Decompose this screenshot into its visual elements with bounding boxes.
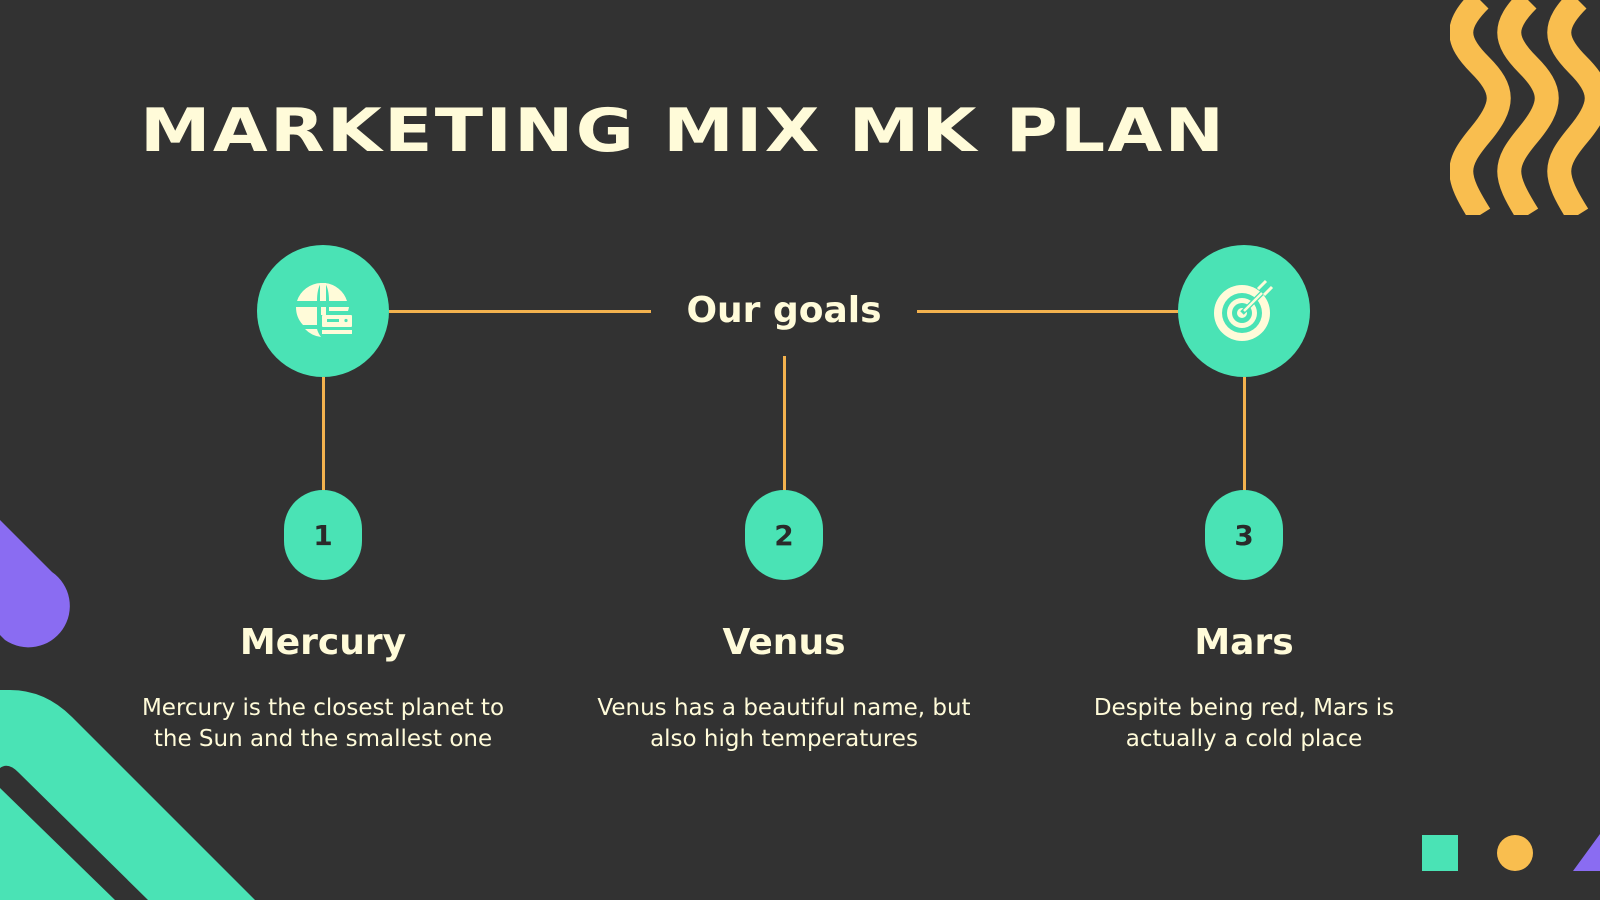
teal-stripes-decoration <box>0 690 255 900</box>
item-heading: Venus <box>722 622 846 663</box>
item-description-line: also high temperatures <box>650 726 918 752</box>
purple-shape-decoration <box>0 520 70 648</box>
square-decoration <box>1422 835 1458 871</box>
item-description-line: Despite being red, Mars is <box>1093 695 1395 721</box>
connector-line <box>322 377 325 491</box>
center-label: Our goals <box>686 290 882 331</box>
connector-line <box>1243 377 1246 491</box>
circle-decoration <box>1497 835 1533 871</box>
item-heading: Mars <box>1194 622 1294 663</box>
item-description: Venus has a beautiful name, but also hig… <box>574 693 994 755</box>
number-badge-2: 2 <box>745 490 823 580</box>
item-description-line: Mercury is the closest planet to <box>141 695 505 721</box>
globe-card-circle <box>257 245 389 377</box>
wave-decoration <box>1450 0 1600 215</box>
target-circle <box>1178 245 1310 377</box>
triangle-decoration <box>1573 834 1600 871</box>
globe-card-icon <box>295 283 352 337</box>
number-badge-1: 1 <box>284 490 362 580</box>
item-column-venus: Venus Venus has a beautiful name, but al… <box>574 618 994 755</box>
item-description-line: Venus has a beautiful name, but <box>597 695 971 721</box>
item-column-mercury: Mercury Mercury is the closest planet to… <box>113 618 533 755</box>
target-icon <box>1214 279 1274 341</box>
item-column-mars: Mars Despite being red, Mars is actually… <box>1034 618 1454 755</box>
item-heading: Mercury <box>239 622 407 663</box>
item-description: Despite being red, Mars is actually a co… <box>1034 693 1454 755</box>
connector-line <box>783 356 786 491</box>
slide-title: MARKETING MIX MK PLAN <box>140 96 1227 166</box>
number-badge-3: 3 <box>1205 490 1283 580</box>
connector-line <box>389 310 651 313</box>
connector-line <box>917 310 1178 313</box>
item-description-line: the Sun and the smallest one <box>153 726 493 752</box>
item-description: Mercury is the closest planet to the Sun… <box>113 693 533 755</box>
item-description-line: actually a cold place <box>1125 726 1363 752</box>
